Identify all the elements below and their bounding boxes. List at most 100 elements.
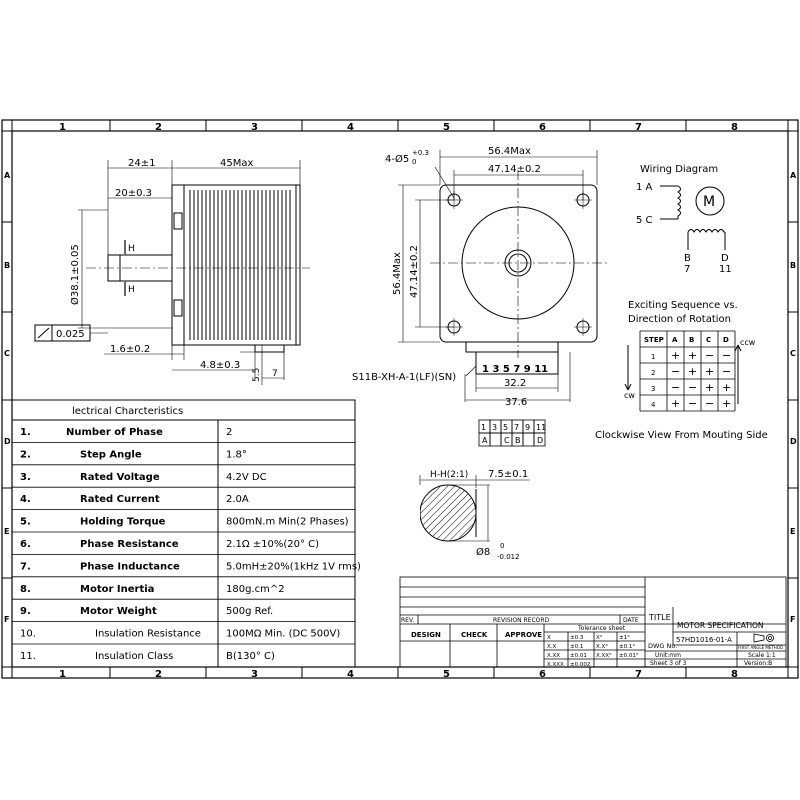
tolerance-cell: X.X [547, 644, 557, 650]
pin-phase: A [482, 436, 488, 445]
electrical-row-name: Step Angle [80, 449, 142, 460]
electrical-row-number: 8. [20, 584, 31, 595]
cw-label: cw [624, 391, 635, 400]
section-dim-sub: -0.012 [497, 553, 520, 561]
electrical-row-value: 1.8° [226, 449, 247, 460]
electrical-row-value: 100MΩ Min. (DC 500V) [226, 629, 340, 640]
front-view-dimensions: 4-Ø5 +0.3 0 56.4Max 47.14±0.2 56.4Max 47… [352, 146, 548, 408]
pin-number: 1 [481, 423, 486, 432]
grid-row-right: F [790, 615, 795, 624]
electrical-row-value: B(130° C) [226, 651, 275, 662]
pin-number: 5 [503, 423, 508, 432]
electrical-row-value: 2 [226, 427, 232, 438]
approve-label: APPROVE [505, 631, 542, 639]
dim-holes-sup: +0.3 [412, 149, 429, 157]
dim-32-2: 32.2 [504, 378, 526, 389]
tolerance-cell: X [547, 635, 551, 641]
pin-number: 9 [525, 423, 530, 432]
tolerance-sheet-label: Tolerance sheet [577, 625, 626, 632]
revision-record-label: REVISION RECORD [493, 617, 550, 624]
sequence-cell: 2 [651, 369, 655, 377]
sequence-cell: − [671, 381, 680, 394]
sequence-cell: − [688, 397, 697, 410]
pin-phase: D [537, 436, 543, 445]
tolerance-cell: X.X° [596, 644, 608, 650]
sequence-cell: − [671, 365, 680, 378]
section-mark-top: H [128, 244, 135, 254]
electrical-title: lectrical Charcteristics [72, 406, 183, 417]
sequence-header: C [706, 336, 711, 344]
sequence-cell: + [722, 397, 731, 410]
sequence-cell: − [722, 349, 731, 362]
grid-col-bottom: 5 [443, 669, 450, 680]
electrical-row-number: 11. [20, 651, 36, 662]
electrical-row-name: Insulation Class [95, 651, 173, 662]
tolerance-cell: ±0.3 [570, 635, 584, 641]
grid-col-bottom: 7 [635, 669, 642, 680]
grid-col-top: 8 [731, 122, 738, 133]
wiring-title: Wiring Diagram [640, 164, 718, 175]
electrical-row-name: Motor Inertia [80, 584, 154, 595]
grid-row-right: C [790, 349, 796, 358]
dim-front-width: 56.4Max [488, 146, 531, 157]
pin-number: 3 [492, 423, 497, 432]
electrical-row-number: 4. [20, 494, 31, 505]
grid-row-right: B [790, 261, 796, 270]
side-view-dimensions: 24±1 45Max 20±0.3 Ø38.1±0.05 H H 0.025 1… [56, 158, 278, 382]
sheet-label: Sheet 3 of 3 [650, 660, 687, 667]
electrical-row-number: 9. [20, 606, 31, 617]
grid-col-bottom: 3 [251, 669, 258, 680]
sequence-cell: + [722, 381, 731, 394]
front-view [398, 150, 610, 402]
unit-label: Unit:mm [655, 652, 681, 659]
dim-flange-thickness: 1.6±0.2 [110, 344, 150, 355]
tolerance-cell: X.XX [547, 653, 560, 659]
section-dim-diameter: Ø8 [476, 546, 490, 558]
title-block-text: REV. REVISION RECORD DATE DESIGN CHECK A… [401, 613, 783, 668]
dim-flange: 20±0.3 [115, 188, 152, 199]
grid-row-left: B [4, 261, 10, 270]
sequence-cell: + [671, 349, 680, 362]
check-label: CHECK [461, 631, 488, 639]
wiring-b-pin: 7 [684, 264, 690, 275]
section-dim-flat: 7.5±0.1 [488, 469, 528, 480]
exciting-sequence: Exciting Sequence vs. Direction of Rotat… [624, 300, 756, 412]
sequence-cell: 3 [651, 385, 655, 393]
motor-symbol: M [703, 194, 715, 210]
dim-holes-sub: 0 [412, 158, 416, 166]
grid-col-bottom: 4 [347, 669, 354, 680]
sequence-cell: + [688, 365, 697, 378]
tolerance-cell: ±0.01 [570, 653, 587, 659]
sequence-cell: 4 [651, 401, 656, 409]
sequence-title-2: Direction of Rotation [628, 314, 731, 325]
sequence-cell: − [688, 381, 697, 394]
grid-row-right: D [790, 437, 797, 446]
electrical-row-name: Number of Phase [66, 427, 163, 438]
scale-label: Scale 1:1 [748, 652, 776, 659]
wiring-c: 5 C [636, 215, 653, 226]
electrical-row-name: Holding Torque [80, 517, 166, 528]
rev-label: REV. [401, 617, 414, 624]
tolerance-value: 0.025 [56, 329, 85, 340]
section-mark-bottom: H [128, 285, 135, 295]
sequence-cell: − [705, 349, 714, 362]
electrical-row-value: 2.0A [226, 494, 249, 505]
grid-col-top: 3 [251, 122, 258, 133]
grid-row-left: F [4, 615, 9, 624]
grid-col-top: 6 [539, 122, 546, 133]
electrical-row-number: 3. [20, 472, 31, 483]
sequence-header: D [723, 336, 729, 344]
tolerance-cell: X° [596, 635, 603, 641]
electrical-row-name: Phase Resistance [80, 539, 179, 550]
wiring-a: 1 A [636, 182, 653, 193]
sequence-title-1: Exciting Sequence vs. [628, 300, 738, 311]
dim-37-6: 37.6 [505, 397, 527, 408]
grid-row-left: C [4, 349, 10, 358]
date-label: DATE [623, 617, 639, 624]
electrical-row-value: 5.0mH±20%(1kHz 1V rms) [226, 561, 361, 572]
electrical-row-number: 5. [20, 517, 31, 528]
design-label: DESIGN [411, 631, 441, 639]
grid-row-left: D [4, 437, 11, 446]
